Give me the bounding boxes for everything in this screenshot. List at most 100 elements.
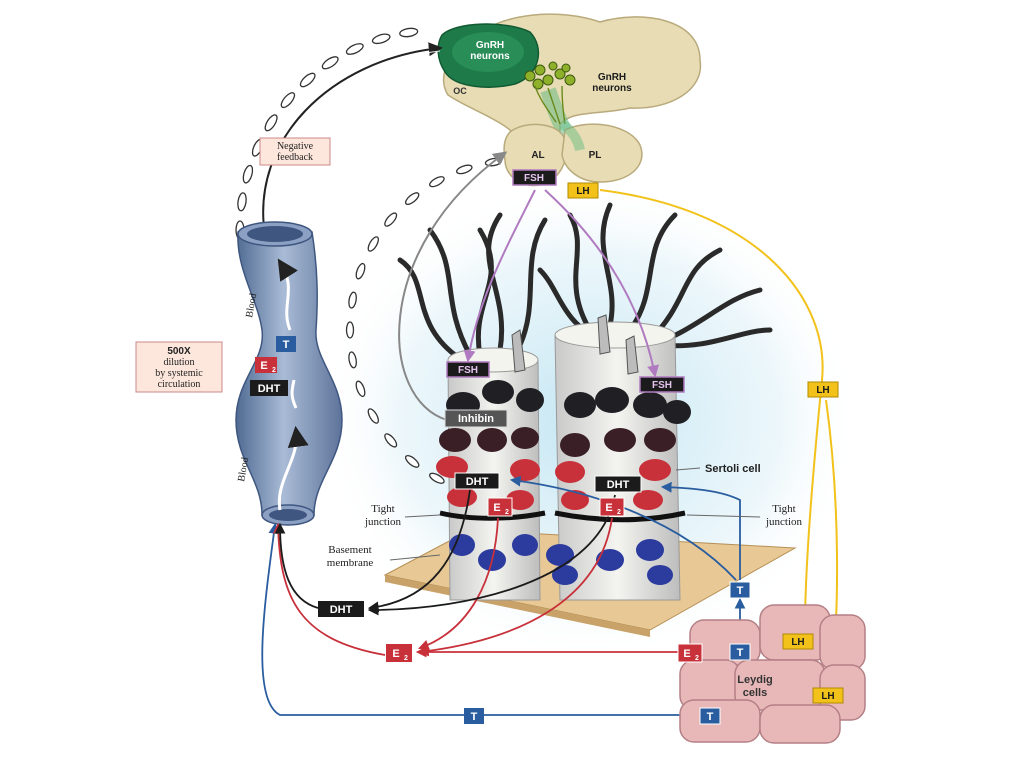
leydig-cells-label-1: Leydig: [737, 674, 772, 686]
pl-label: PL: [589, 150, 602, 161]
sertoli-leader-line: [675, 467, 701, 471]
gnrh-neurons-label-1a: GnRH: [476, 40, 504, 51]
brain-region: GnRH neurons GnRH neurons OC AL PL: [437, 13, 702, 187]
negative-feedback-arrow-highlight: [266, 50, 441, 237]
tight-junction-band-right: [554, 510, 686, 523]
dht-chip-bottom: DHT: [318, 601, 364, 617]
dht-chip-bottom-label: DHT: [330, 604, 353, 616]
blood-label-top: Blood: [244, 293, 259, 319]
oc-label: OC: [453, 86, 467, 96]
lh-chip-mid-label: LH: [816, 385, 829, 396]
feedback-marker: [264, 114, 278, 132]
tight-junction-left-leader: [404, 514, 441, 518]
feedback-marker: [242, 164, 254, 184]
vessel-e2-chip: [255, 357, 277, 373]
posterior-pituitary: [561, 123, 643, 183]
fsh-chip-pituitary: FSH: [512, 169, 557, 186]
negative-feedback-box: Negative feedback: [259, 137, 331, 166]
lh-arrow-1: [599, 189, 824, 631]
vessel-body: [235, 231, 343, 516]
tight-junction-right-leader: [686, 514, 761, 518]
vessel-e2-label: E: [260, 360, 267, 372]
dht-left-arrow: [367, 489, 471, 613]
e2-chip-bottom: E 2: [386, 644, 412, 662]
gnrh-highlight: [452, 32, 524, 72]
t-chip-leydig-bottom-label: T: [707, 711, 714, 723]
germ-cells-maroon: [439, 427, 676, 457]
lh-chip-leydig-1-label: LH: [791, 637, 804, 648]
e2-chip-left: E 2: [487, 497, 513, 517]
feedback-marker: [367, 408, 379, 424]
lh-chip-mid: LH: [807, 381, 839, 398]
e2-right-arrow: [417, 517, 613, 657]
sperm-heads: [511, 314, 639, 375]
e2-chip-right: E 2: [599, 497, 625, 517]
feedback-marker: [404, 192, 420, 206]
sertoli-cell-label: Sertoli cell: [705, 463, 761, 475]
feedback-marker: [367, 236, 379, 252]
lh-chip-leydig-2: LH: [812, 687, 844, 704]
dht-to-blood-arrow: [274, 522, 319, 609]
gnrh-neurons-label-2b: neurons: [592, 83, 632, 94]
feedback-marker: [384, 212, 398, 227]
negative-feedback-arrow: [262, 42, 443, 236]
tight-junction-right-label-1: Tight: [772, 503, 795, 515]
feedback-marker: [404, 454, 420, 468]
e2-chip-right-sub: 2: [617, 509, 621, 516]
vessel-top-lumen: [247, 226, 303, 242]
t-chip-leydig-label: T: [737, 647, 744, 659]
fsh-arrow-right: [544, 189, 659, 378]
feedback-marker: [348, 351, 357, 369]
vessel-t-chip: [276, 336, 296, 352]
basement-membrane-label-1: Basement: [328, 544, 371, 556]
gnrh-neurons-label-2a: GnRH: [598, 72, 626, 83]
dht-chip-left: DHT: [454, 472, 500, 490]
lh-chip-pituitary-label: LH: [576, 186, 589, 197]
vessel-t-label: T: [283, 339, 290, 351]
germ-cells-dark: [446, 380, 691, 424]
lh-chip-leydig-1: LH: [782, 633, 814, 650]
feedback-marker: [299, 72, 316, 88]
flow-arrow-1: [277, 425, 309, 511]
e2-chip-leydig: E 2: [677, 643, 703, 663]
t-chip-upper-label: T: [737, 585, 744, 597]
t-to-sertoli-left-arrow: [509, 475, 737, 581]
al-label: AL: [531, 150, 544, 161]
feedback-marker: [280, 92, 296, 109]
dilution-label-4: circulation: [158, 379, 201, 390]
negative-feedback-label-1: Negative: [277, 141, 314, 152]
t-to-blood-arrow: [261, 522, 700, 716]
e2-chip-right-label: E: [605, 502, 612, 514]
t-to-sertoli-right-arrow: [660, 481, 741, 580]
fsh-chip-left-label: FSH: [458, 365, 478, 376]
dilution-label-1: 500X: [167, 346, 191, 357]
t-chip-bottom: T: [464, 708, 484, 724]
fsh-chip-pituitary-label: FSH: [524, 173, 544, 184]
blood-vessel: Blood Blood T E 2 DHT: [235, 221, 343, 526]
lh-chip-leydig-2-label: LH: [821, 691, 834, 702]
dilution-label-2: dilution: [163, 357, 194, 368]
dht-chip-right: DHT: [594, 475, 642, 493]
fsh-arrow-left: [463, 189, 536, 363]
t-chip-bottom-label: T: [471, 711, 478, 723]
tight-junction-right-label-2: junction: [765, 516, 803, 528]
flow-arrow-3: [277, 258, 298, 331]
feedback-marker: [355, 380, 366, 398]
fsh-chip-left: FSH: [446, 361, 490, 378]
fsh-chip-right-label: FSH: [652, 380, 672, 391]
gnrh-neuron-cluster: [524, 61, 576, 90]
leydig-cells-label-2: cells: [743, 687, 767, 699]
vessel-dht-chip: [250, 380, 288, 396]
feedback-marker: [456, 164, 473, 175]
feedback-marker: [429, 472, 445, 484]
gnrh-neurons-label-1b: neurons: [470, 51, 510, 62]
vessel-dht-label: DHT: [258, 383, 281, 395]
inhibin-chip: Inhibin: [444, 409, 508, 428]
feedback-marker: [371, 33, 391, 45]
e2-chip-leydig-label: E: [683, 648, 690, 660]
inhibin-feedback-arrow: [398, 151, 508, 421]
inhibin-chip-label: Inhibin: [458, 413, 494, 425]
fsh-chip-right: FSH: [639, 376, 685, 393]
blood-label-bottom: Blood: [236, 457, 251, 483]
feedback-marker: [355, 262, 366, 280]
